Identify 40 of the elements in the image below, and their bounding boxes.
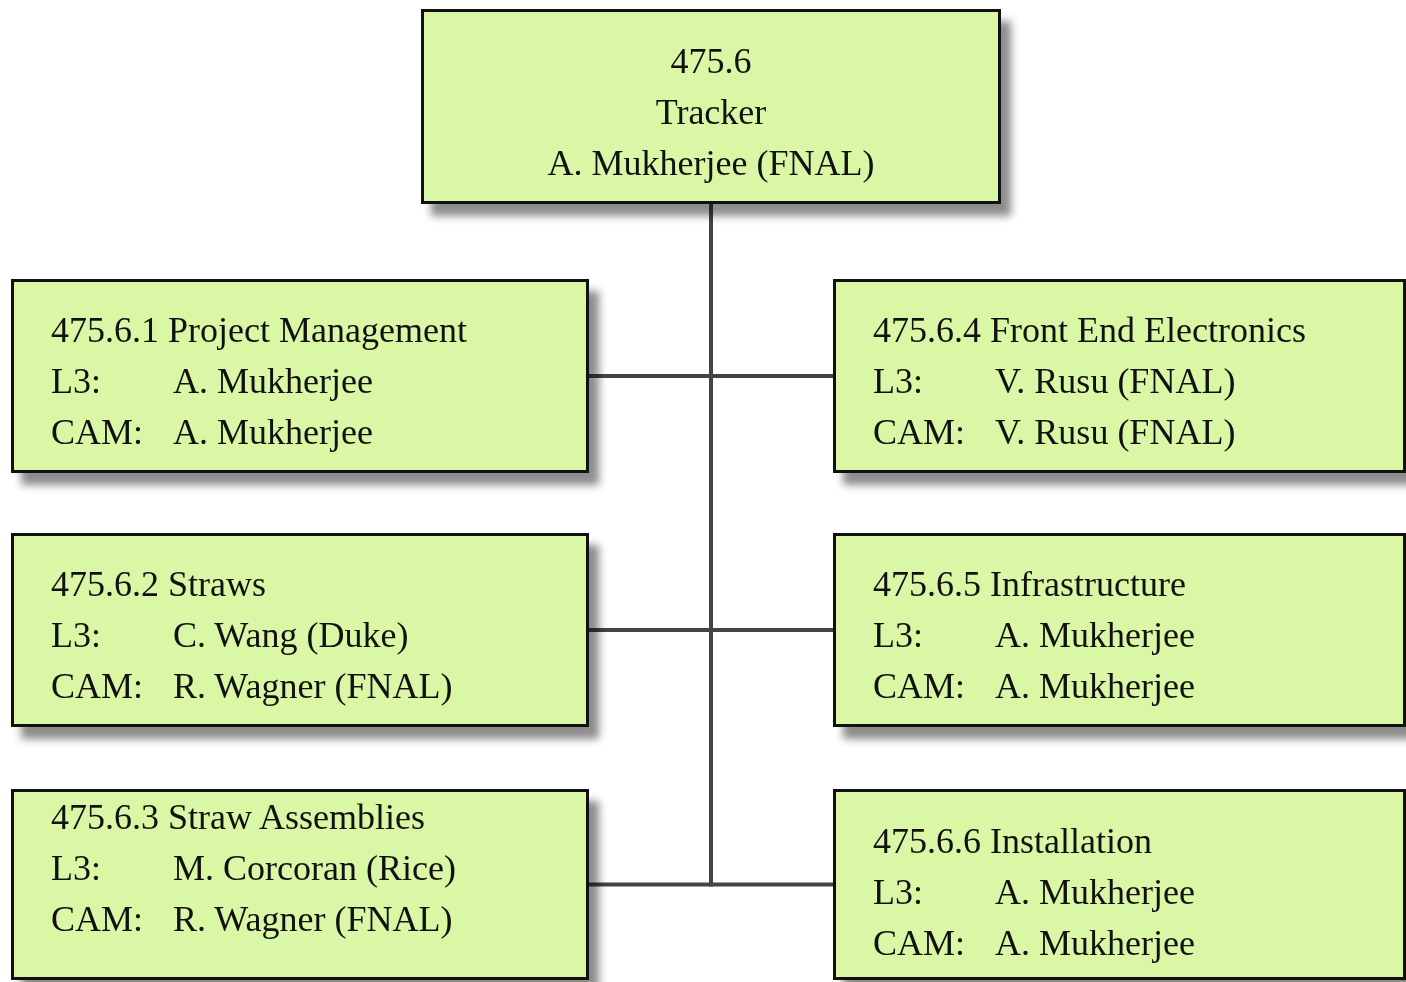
org-box xyxy=(11,789,589,980)
org-box xyxy=(833,789,1406,980)
role-label: CAM: xyxy=(873,922,967,965)
person-name: R. Wagner (FNAL) xyxy=(173,665,453,708)
box-text: A. Mukherjee (FNAL) xyxy=(546,142,876,185)
role-label: L3: xyxy=(51,847,102,890)
box-title: 475.6.5 Infrastructure xyxy=(873,563,1187,606)
org-box xyxy=(11,533,589,727)
person-name: A. Mukherjee xyxy=(173,411,373,454)
box-text: 475.6 xyxy=(669,40,753,83)
role-label: CAM: xyxy=(51,898,145,941)
role-label: L3: xyxy=(873,614,924,657)
person-name: A. Mukherjee xyxy=(995,871,1195,914)
person-name: V. Rusu (FNAL) xyxy=(995,411,1236,454)
box-title: 475.6.1 Project Management xyxy=(51,309,468,352)
person-name: R. Wagner (FNAL) xyxy=(173,898,453,941)
org-box xyxy=(11,279,589,473)
box-title: 475.6.3 Straw Assemblies xyxy=(51,796,426,839)
org-box xyxy=(833,279,1406,473)
person-name: V. Rusu (FNAL) xyxy=(995,360,1236,403)
box-title: 475.6.6 Installation xyxy=(873,820,1153,863)
person-name: A. Mukherjee xyxy=(995,922,1195,965)
org-box xyxy=(421,9,1001,204)
person-name: C. Wang (Duke) xyxy=(173,614,409,657)
role-label: L3: xyxy=(51,614,102,657)
person-name: M. Corcoran (Rice) xyxy=(173,847,456,890)
role-label: CAM: xyxy=(873,411,967,454)
role-label: CAM: xyxy=(51,665,145,708)
role-label: CAM: xyxy=(873,665,967,708)
role-label: L3: xyxy=(51,360,102,403)
box-title: 475.6.2 Straws xyxy=(51,563,267,606)
person-name: A. Mukherjee xyxy=(173,360,373,403)
role-label: L3: xyxy=(873,871,924,914)
person-name: A. Mukherjee xyxy=(995,665,1195,708)
role-label: CAM: xyxy=(51,411,145,454)
person-name: A. Mukherjee xyxy=(995,614,1195,657)
org-box xyxy=(833,533,1406,727)
box-title: 475.6.4 Front End Electronics xyxy=(873,309,1307,352)
box-text: Tracker xyxy=(654,91,768,134)
role-label: L3: xyxy=(873,360,924,403)
